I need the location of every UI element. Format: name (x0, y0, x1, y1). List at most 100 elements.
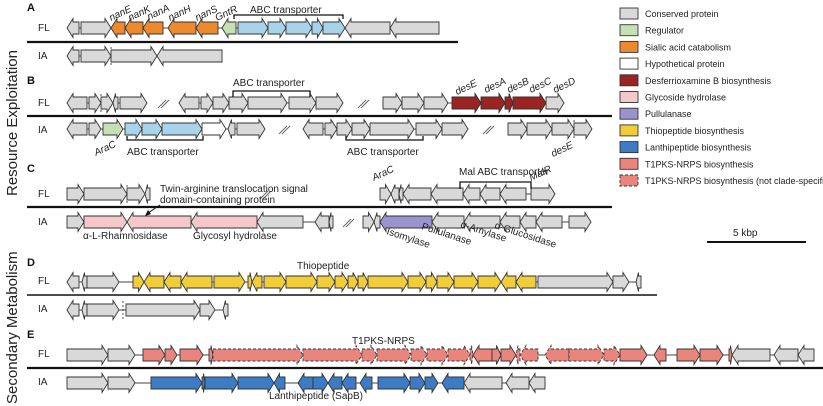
gene-arrow (285, 16, 313, 40)
gene-label-glycosyl-hydrolase: Glycosyl hydrolase (193, 231, 277, 242)
legend-swatch (619, 91, 639, 103)
gene-arrow (491, 345, 502, 365)
gene-arrow (537, 270, 614, 294)
gene-label-arac: AraC (370, 164, 397, 184)
gene-arrow (530, 182, 556, 206)
row-labels: FL IA FL IA FL IA FL IA FL IA (38, 23, 50, 388)
gene-arrow (195, 16, 219, 40)
bracket-label-abc-transporter: ABC transporter (250, 5, 322, 16)
row-label-fl: FL (38, 189, 50, 200)
cluster-label-t1pks-nrps: T1PKS-NRPS (352, 336, 415, 347)
gene-arrow (773, 343, 799, 367)
gene-arrow (107, 371, 136, 395)
gene-arrow (66, 371, 109, 395)
legend-label: T1PKS-NRPS biosynthesis (645, 159, 754, 169)
gene-label-alpha-l-rhamnosidase: α-L-Rhamnosidase (83, 231, 168, 242)
gene-arrow (86, 298, 120, 322)
gene-arrow (463, 371, 503, 395)
gene-arrow (362, 210, 375, 234)
annotation-pointer-line (147, 204, 161, 214)
row-label-ia: IA (38, 51, 48, 62)
row-label-ia: IA (38, 125, 48, 136)
legend-swatch (619, 174, 639, 187)
gene-arrow (359, 371, 373, 395)
gene-arrow (80, 44, 112, 68)
gene-arrow (144, 184, 151, 204)
bracket-abc-transporter-b-ia2 (345, 136, 424, 141)
gene-arrow (66, 44, 80, 68)
gene-arrow (528, 371, 546, 395)
gene-arrow (635, 272, 642, 292)
gene-arrow (178, 91, 200, 115)
legend-label: Thiopeptide biosynthesis (645, 126, 745, 136)
gene-arrow (267, 16, 287, 40)
legend-label: Pullulanase (645, 109, 692, 119)
gene-arrow (728, 345, 733, 365)
break-mark (160, 99, 170, 109)
gene-arrow (377, 371, 411, 395)
gene-arrow (112, 93, 119, 113)
section-label-resource-exploitation: Resource Exploitation (4, 50, 21, 196)
gene-arrow (124, 117, 143, 141)
gene-arrow (143, 270, 165, 294)
gene-arrow (499, 182, 527, 206)
gene-labels: nanE nanK nanA nanH nanS GntR ABC transp… (83, 3, 577, 402)
gene-arrow (66, 16, 80, 40)
panel-letter-a: A (27, 2, 35, 14)
row-label-ia: IA (38, 217, 48, 228)
gene-arrow (208, 345, 214, 365)
gene-label-desd: desD (552, 76, 578, 96)
panel-letter-b: B (27, 75, 35, 87)
gene-arrow (88, 117, 102, 141)
gene-arrow (179, 343, 204, 367)
gene-label-desa: desA (483, 76, 509, 96)
gene-label-dese: desE (550, 140, 576, 160)
bracket-label-abc-transporter: ABC transporter (127, 147, 199, 158)
gene-arrow (344, 16, 391, 40)
brackets (126, 14, 532, 189)
legend-label: Glycoside hydrolase (645, 93, 726, 103)
row-label-ia: IA (38, 304, 48, 315)
gene-arrow (327, 371, 343, 395)
gene-arrow (797, 343, 815, 367)
bracket-abc-transporter-a (233, 14, 344, 19)
gene-arrow (88, 91, 102, 115)
gene-arrow (389, 16, 440, 40)
bracket-abc-transporter-b-ia (126, 136, 204, 141)
gene-arrow (86, 270, 120, 294)
gene-arrow (347, 272, 359, 292)
legend-label: Conserved protein (645, 9, 719, 19)
gene-arrow (551, 117, 575, 141)
gene-arrow (336, 117, 353, 141)
gene-arrow (324, 117, 338, 141)
gene-arrow (424, 371, 439, 395)
gene-arrow (247, 91, 288, 115)
gene-arrow (401, 91, 425, 115)
gene-arrow (167, 16, 197, 40)
gene-arrow (81, 300, 88, 320)
gene-arrow (212, 343, 304, 367)
gene-label-nanh: nanH (167, 3, 194, 23)
bracket-mal-abc-transporter (459, 181, 532, 189)
legend-swatch (619, 24, 639, 37)
gene-arrow (500, 343, 517, 367)
gene-arrow (199, 298, 216, 322)
gene-arrow (236, 117, 266, 141)
break-mark (259, 190, 269, 200)
annotation-tat-signal-line2: domain-containing protein (160, 195, 275, 206)
row-dividers (27, 40, 823, 370)
gene-arrow (519, 343, 539, 367)
bracket-label-abc-transporter: ABC transporter (347, 147, 419, 158)
legend-swatch (619, 107, 639, 120)
gene-arrow (322, 16, 346, 40)
gene-arrow (302, 343, 363, 367)
gene-arrow (110, 16, 126, 40)
gene-arrow (407, 270, 427, 294)
gene-tracks (66, 16, 815, 395)
gene-arrow (535, 210, 563, 234)
gene-arrow (201, 117, 227, 141)
gene-arrow (66, 182, 85, 206)
gene-arrow (228, 91, 249, 115)
gene-arrow (107, 343, 136, 367)
